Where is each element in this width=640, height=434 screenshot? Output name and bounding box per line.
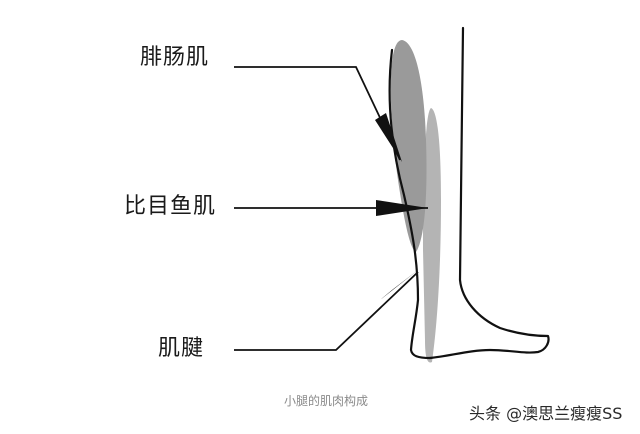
tendon-label: 肌腱 <box>158 336 205 361</box>
front-of-leg-outline <box>428 26 550 360</box>
soleus-arrowhead <box>376 200 428 216</box>
source-watermark: 头条 @澳思兰瘦瘦SS <box>469 404 623 423</box>
soleus-muscle-shape <box>423 108 441 363</box>
gastrocnemius-muscle-shape <box>390 40 427 252</box>
soleus-label: 比目鱼肌 <box>124 194 217 219</box>
gastrocnemius-label: 腓肠肌 <box>140 45 210 70</box>
gastrocnemius-leader-line <box>234 66 401 161</box>
tendon-leader-line <box>234 271 419 351</box>
back-of-leg-outline <box>388 48 432 360</box>
tendon-arrowhead <box>380 270 418 300</box>
gastrocnemius-arrowhead <box>375 113 402 162</box>
figure-caption: 小腿的肌肉构成 <box>284 394 369 408</box>
